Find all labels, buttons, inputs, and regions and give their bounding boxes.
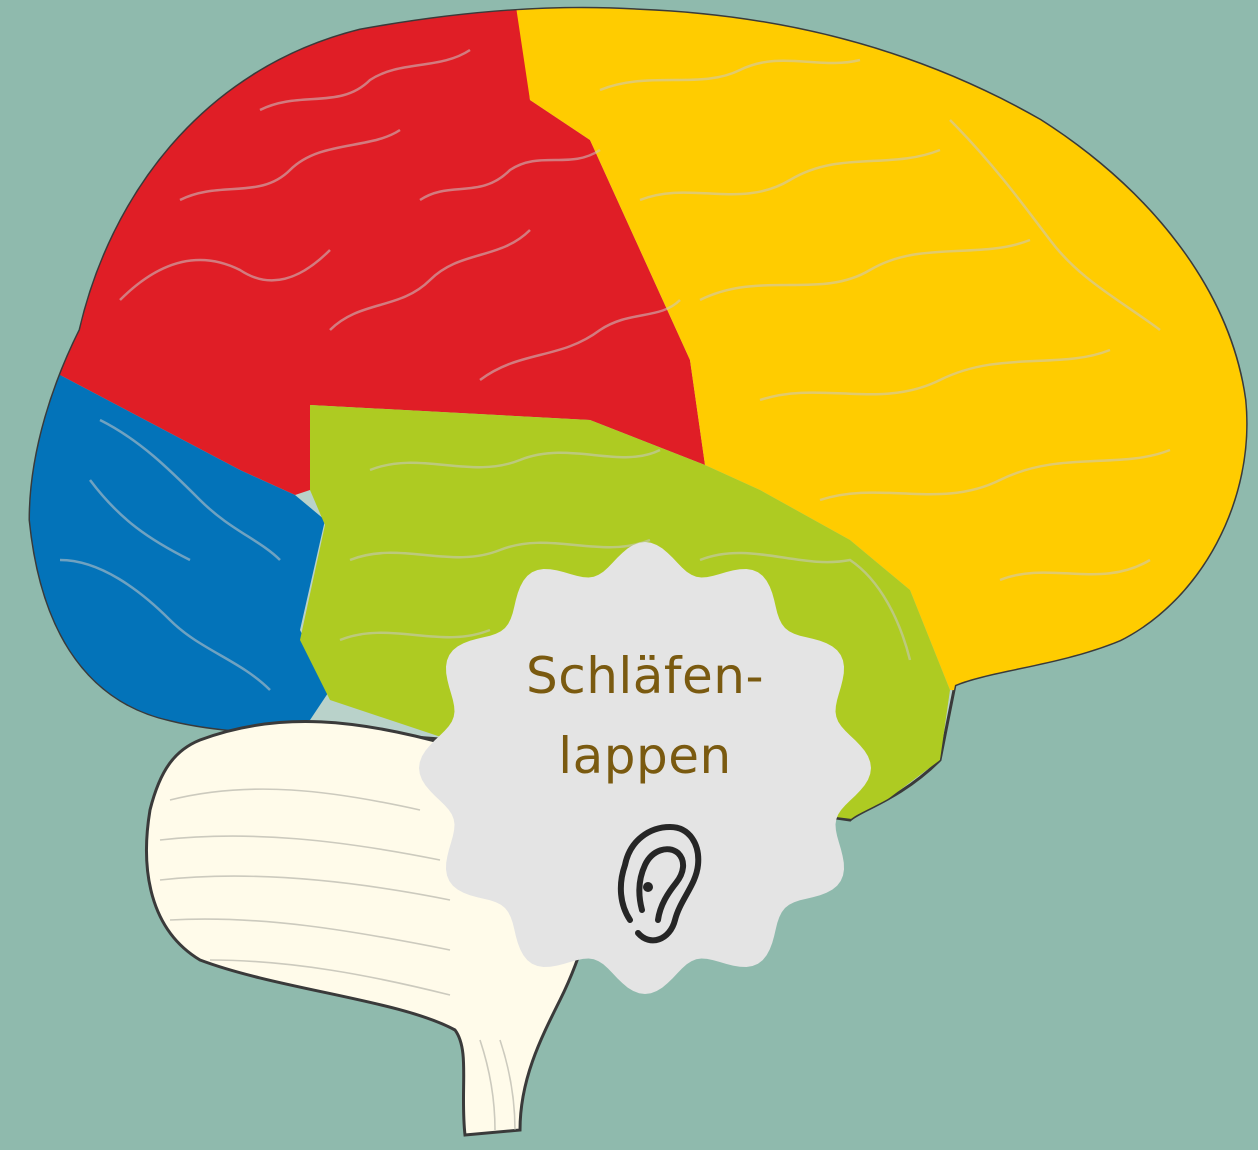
- badge-label-line-1: Schläfen-: [440, 646, 850, 706]
- badge-label-line-2: lappen: [440, 726, 850, 786]
